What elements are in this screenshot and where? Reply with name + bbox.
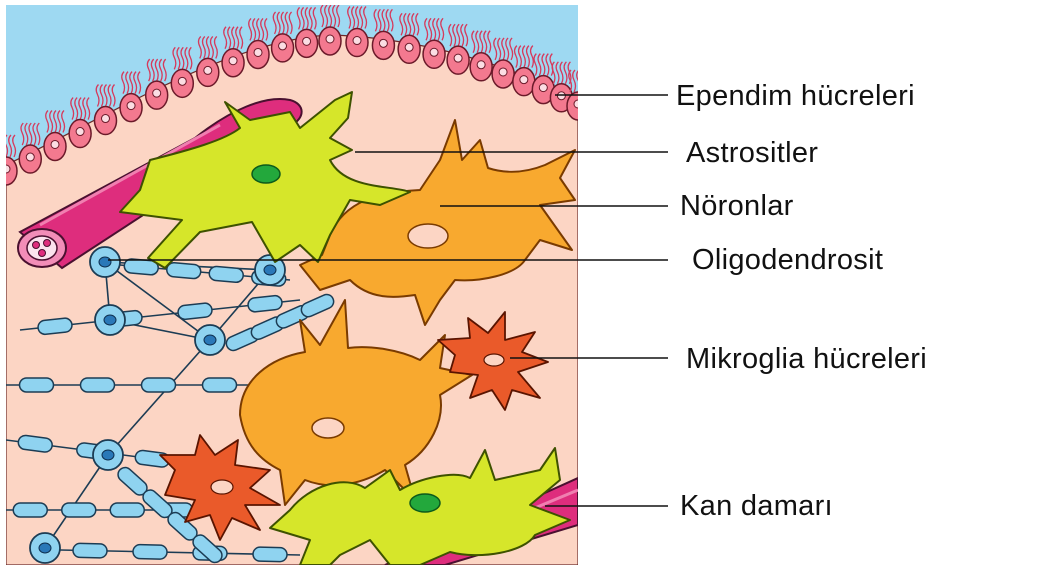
label-oligodendrosit: Oligodendrosit — [692, 246, 883, 275]
myelin-segment — [62, 503, 96, 517]
oligodendrocyte-cell — [95, 305, 125, 335]
oligodendrocyte-cell — [93, 440, 123, 470]
myelin-segment — [209, 266, 244, 283]
oligodendrocyte-cell — [30, 533, 60, 563]
myelin-segment — [247, 295, 282, 313]
myelin-segment — [73, 543, 107, 558]
oligodendrocyte-cell — [90, 247, 120, 277]
myelin-segment — [166, 262, 201, 279]
oligodendrocyte-cell — [195, 325, 225, 355]
myelin-segment — [133, 545, 167, 560]
label-kan-damari: Kan damarı — [680, 492, 833, 521]
myelin-segment — [37, 317, 72, 335]
myelin-segment — [13, 503, 47, 517]
label-mikroglia: Mikroglia hücreleri — [686, 345, 927, 374]
myelin-segment — [177, 302, 212, 320]
myelin-segment — [20, 378, 54, 392]
myelin-segment — [142, 378, 176, 392]
myelin-segment — [253, 547, 287, 562]
label-ependim: Ependim hücreleri — [676, 82, 915, 111]
myelin-segment — [81, 378, 115, 392]
myelin-segment — [203, 378, 237, 392]
label-noron: Nöronlar — [680, 192, 794, 221]
label-astrosit: Astrositler — [686, 139, 818, 168]
myelin-segment — [110, 503, 144, 517]
